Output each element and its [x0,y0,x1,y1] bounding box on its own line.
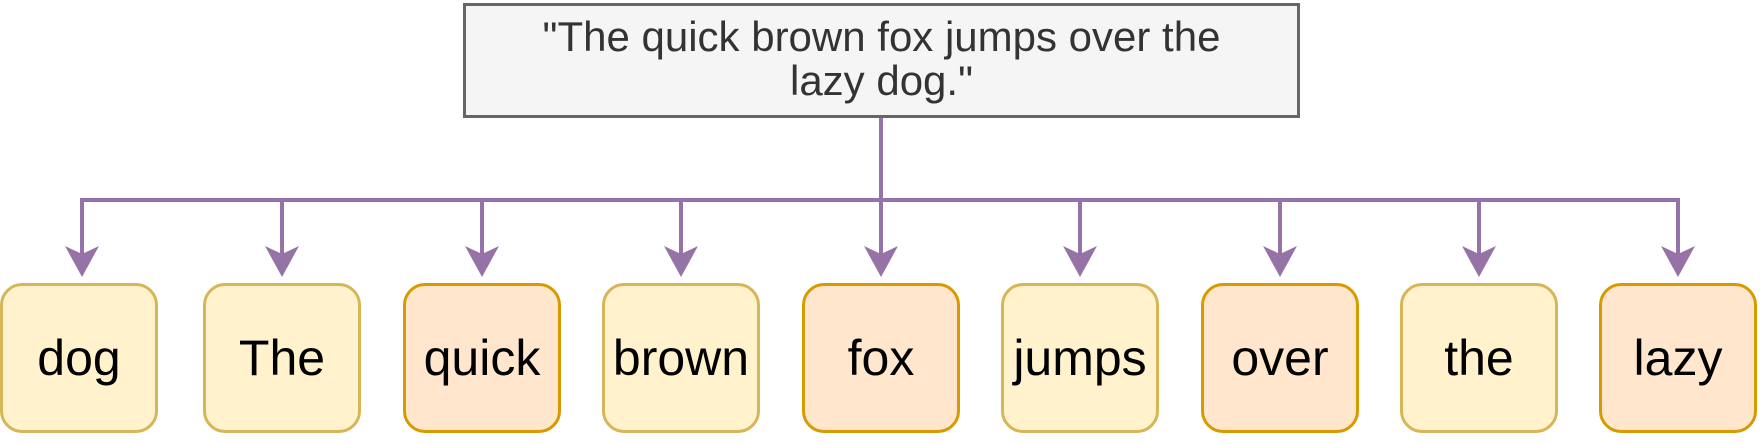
connector-drop [1063,200,1097,277]
token-label: brown [612,330,750,386]
sentence-box: "The quick brown fox jumps over the lazy… [463,3,1300,118]
connector-drop [465,200,499,277]
arrowhead-down-icon [265,246,299,277]
token-label: jumps [1013,330,1147,386]
token-label: the [1444,330,1514,386]
arrowhead-down-icon [864,246,898,277]
token-label: quick [423,330,541,386]
token-label: fox [847,330,915,386]
token-box: lazy [1599,283,1757,433]
token-box: fox [802,283,960,433]
connector-drop [265,200,299,277]
arrowhead-down-icon [465,246,499,277]
token-label: dog [37,330,121,386]
connector-drop [1263,200,1297,277]
token-box: jumps [1001,283,1159,433]
sentence-text: "The quick brown fox jumps over the lazy… [542,13,1221,104]
token-label: lazy [1633,330,1723,386]
arrowhead-down-icon [1263,246,1297,277]
token-box: The [203,283,361,433]
arrowhead-down-icon [65,246,99,277]
connector-drop [864,200,898,277]
connector-drop [1462,200,1496,277]
token-box: brown [602,283,760,433]
token-box: over [1201,283,1359,433]
connector-drop [1661,200,1695,277]
token-box: quick [403,283,561,433]
arrowhead-down-icon [1063,246,1097,277]
token-label: The [238,330,326,386]
token-box: dog [0,283,158,433]
token-label: over [1231,330,1329,386]
connector-drop [664,200,698,277]
arrowhead-down-icon [664,246,698,277]
arrowhead-down-icon [1462,246,1496,277]
connector-drop [65,200,99,277]
token-box: the [1400,283,1558,433]
arrowhead-down-icon [1661,246,1695,277]
